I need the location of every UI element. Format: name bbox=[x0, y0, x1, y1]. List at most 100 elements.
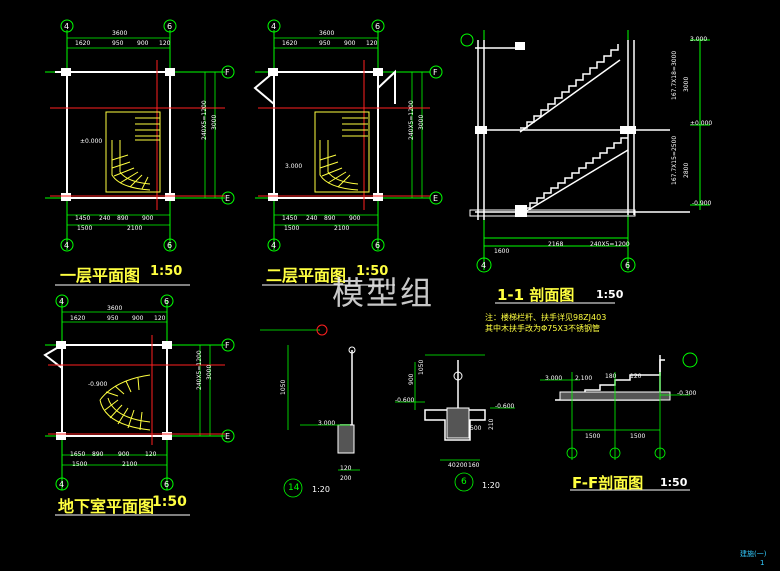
dim-label: 3000 bbox=[683, 76, 690, 92]
dim-label: 6 bbox=[625, 261, 631, 270]
dim-label: 1500 bbox=[630, 433, 646, 440]
dim-label: 3600 bbox=[107, 305, 123, 312]
dim-label: 240 bbox=[99, 215, 111, 222]
dim-label: 890 bbox=[92, 451, 104, 458]
dim-label: 2100 bbox=[122, 461, 138, 468]
dim-label: 900 bbox=[344, 40, 356, 47]
dim-label: 3600 bbox=[319, 30, 335, 37]
dim-label: E bbox=[225, 432, 231, 441]
plan1-title: 一层平面图 bbox=[60, 266, 141, 285]
dim-label: 950 bbox=[107, 315, 119, 322]
dim-label: 6 bbox=[167, 22, 173, 31]
dim-label: 890 bbox=[324, 215, 336, 222]
dim-label: 4 bbox=[59, 297, 65, 306]
dim-label: 200 bbox=[456, 462, 468, 469]
dim-label: 3.000 bbox=[690, 36, 708, 43]
dim-label: 900 bbox=[408, 373, 415, 385]
dim-label: -0.600 bbox=[495, 403, 515, 410]
dim-label: 200 bbox=[340, 475, 352, 482]
dim-label: 1450 bbox=[75, 215, 91, 222]
dim-label: 500 bbox=[470, 425, 482, 432]
dim-label: 900 bbox=[132, 315, 144, 322]
dim-label: 1500 bbox=[585, 433, 601, 440]
dim-label: -0.600 bbox=[395, 397, 415, 404]
dim-label: 160 bbox=[468, 462, 480, 469]
dim-label: 6 bbox=[375, 241, 381, 250]
dim-label: 3.000 bbox=[545, 375, 563, 382]
dim-label: 2800 bbox=[683, 162, 690, 178]
dim-label: 2.100 bbox=[575, 375, 593, 382]
title-block-number: 1 bbox=[760, 559, 765, 567]
dim-label: 240X5=1200 bbox=[408, 100, 415, 140]
dim-label: 4 bbox=[64, 241, 70, 250]
dim-label: 3.000 bbox=[285, 163, 303, 170]
stair-plan-1 bbox=[105, 111, 161, 193]
dim-label: 167.7X15=2500 bbox=[671, 135, 678, 185]
dim-label: 900 bbox=[349, 215, 361, 222]
dim-label: 120 bbox=[630, 373, 642, 380]
detail6-scale: 1:20 bbox=[482, 481, 500, 490]
dim-label: 3000 bbox=[418, 114, 425, 130]
dim-label: 40 bbox=[448, 462, 456, 469]
dim-label: 2100 bbox=[334, 225, 350, 232]
dim-label: 4 bbox=[481, 261, 487, 270]
watermark: 模型组 bbox=[332, 274, 435, 312]
dim-label: 120 bbox=[366, 40, 378, 47]
dim-label: 4 bbox=[64, 22, 70, 31]
dim-label: 900 bbox=[118, 451, 130, 458]
detail-14 bbox=[260, 324, 360, 498]
dim-label: E bbox=[225, 194, 231, 203]
dim-label: 1620 bbox=[75, 40, 91, 47]
dim-label: 6 bbox=[164, 480, 170, 489]
dim-label: 1620 bbox=[282, 40, 298, 47]
dim-label: 3000 bbox=[211, 114, 218, 130]
dim-label: 6 bbox=[167, 241, 173, 250]
detail-6 bbox=[395, 354, 515, 492]
dim-label: 1600 bbox=[494, 248, 510, 255]
dim-label: 6 bbox=[164, 297, 170, 306]
axis-bubbles bbox=[60, 19, 235, 252]
dim-label: 1500 bbox=[284, 225, 300, 232]
dim-label: 890 bbox=[117, 215, 129, 222]
dim-label: F bbox=[225, 68, 230, 77]
plan-first-floor bbox=[45, 19, 235, 252]
plan1-scale: 1:50 bbox=[150, 264, 183, 279]
dim-label: 6 bbox=[375, 22, 381, 31]
dim-label: F bbox=[433, 68, 438, 77]
dim-label: 3.000 bbox=[318, 420, 336, 427]
dim-label: -0.900 bbox=[692, 200, 712, 207]
dim-label: 120 bbox=[340, 465, 352, 472]
dim-label: 180 bbox=[605, 373, 617, 380]
section11-title: 1-1 剖面图 bbox=[497, 286, 575, 304]
dim-label: -0.300 bbox=[677, 390, 697, 397]
dim-label: 1500 bbox=[72, 461, 88, 468]
dim-label: ±0.000 bbox=[80, 138, 103, 145]
dim-label: 210 bbox=[488, 418, 495, 430]
section-f-f bbox=[540, 352, 698, 460]
dim-label: 950 bbox=[112, 40, 124, 47]
dim-label: 1500 bbox=[77, 225, 93, 232]
dim-label: 1620 bbox=[70, 315, 86, 322]
dim-label: 240X5=1200 bbox=[590, 241, 630, 248]
plan-basement bbox=[43, 294, 235, 491]
dim-label: 1050 bbox=[280, 379, 287, 395]
dim-label: 950 bbox=[319, 40, 331, 47]
dim-label: F bbox=[225, 341, 230, 350]
dim-label: 4 bbox=[59, 480, 65, 489]
dim-label: 4 bbox=[271, 241, 277, 250]
dim-label: 240X5=1200 bbox=[201, 100, 208, 140]
dim-label: 1050 bbox=[418, 359, 425, 375]
dim-label: 1450 bbox=[282, 215, 298, 222]
plan3-title: 地下室平面图 bbox=[58, 497, 155, 516]
plan2-scale: 1:50 bbox=[356, 264, 389, 279]
dim-label: ±0.000 bbox=[690, 120, 713, 127]
dim-label: 4 bbox=[271, 22, 277, 31]
dim-label: 900 bbox=[142, 215, 154, 222]
plan2-title: 二层平面图 bbox=[266, 266, 347, 285]
sectionff-scale: 1:50 bbox=[660, 476, 688, 489]
plan3-scale: 1:50 bbox=[152, 494, 187, 510]
dim-label: E bbox=[433, 194, 439, 203]
dim-label: 2168 bbox=[548, 241, 564, 248]
